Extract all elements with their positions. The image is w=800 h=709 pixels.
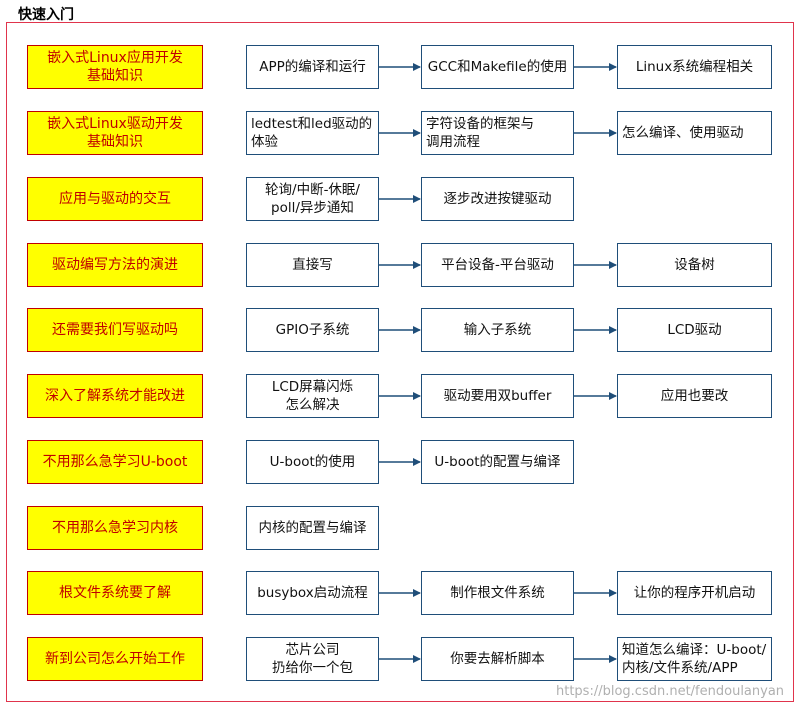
step-text: 制作根文件系统 (450, 585, 545, 601)
roadmap-row: 深入了解系统才能改进 LCD屏幕闪烁怎么解决 驱动要用双buffer 应用也要改 (0, 373, 800, 419)
step-text: 让你的程序开机启动 (633, 585, 756, 601)
step-box: 你要去解析脚本 (421, 637, 574, 681)
topic-label: 驱动编写方法的演进 (27, 243, 203, 287)
topic-label: 不用那么急学习内核 (27, 506, 203, 550)
step-box: Linux系统编程相关 (617, 45, 772, 89)
step-text: GPIO子系统 (275, 322, 350, 338)
step-box: 直接写 (246, 243, 379, 287)
step-text: 输入子系统 (463, 322, 532, 338)
step-text: Linux系统编程相关 (635, 59, 754, 75)
step-box: 怎么编译、使用驱动 (617, 111, 772, 155)
step-text: APP的编译和运行 (259, 59, 366, 75)
roadmap-row: 驱动编写方法的演进 直接写 平台设备-平台驱动 设备树 (0, 242, 800, 288)
roadmap-row: 还需要我们写驱动吗 GPIO子系统 输入子系统 LCD驱动 (0, 307, 800, 353)
step-box: 内核的配置与编译 (246, 506, 379, 550)
step-box: 输入子系统 (421, 308, 574, 352)
step-box: 让你的程序开机启动 (617, 571, 772, 615)
topic-label-text: 不用那么急学习内核 (52, 520, 178, 536)
roadmap-row: 嵌入式Linux驱动开发基础知识 ledtest和led驱动的体验 字符设备的框架与… (0, 110, 800, 156)
step-text: LCD屏幕闪烁怎么解决 (271, 379, 354, 413)
roadmap-row: 新到公司怎么开始工作 芯片公司扔给你一个包 你要去解析脚本 知道怎么编译：U-boot… (0, 636, 800, 682)
step-box: GPIO子系统 (246, 308, 379, 352)
topic-label-text: 驱动编写方法的演进 (52, 257, 178, 273)
step-text: 怎么编译、使用驱动 (622, 125, 744, 141)
topic-label: 嵌入式Linux驱动开发基础知识 (27, 111, 203, 155)
topic-label-text: 不用那么急学习U-boot (42, 454, 188, 470)
step-box: 应用也要改 (617, 374, 772, 418)
step-box: GCC和Makefile的使用 (421, 45, 574, 89)
topic-label-text: 应用与驱动的交互 (59, 191, 171, 207)
step-text: U-boot的配置与编译 (434, 454, 561, 470)
page-title: 快速入门 (18, 7, 74, 23)
topic-label: 嵌入式Linux应用开发基础知识 (27, 45, 203, 89)
step-text: 应用也要改 (660, 388, 729, 404)
topic-label: 新到公司怎么开始工作 (27, 637, 203, 681)
topic-label: 根文件系统要了解 (27, 571, 203, 615)
step-box: 轮询/中断-休眠/poll/异步通知 (246, 177, 379, 221)
step-box: U-boot的使用 (246, 440, 379, 484)
step-text: GCC和Makefile的使用 (427, 59, 568, 75)
step-box: LCD屏幕闪烁怎么解决 (246, 374, 379, 418)
step-text: busybox启动流程 (257, 585, 368, 601)
roadmap-row: 根文件系统要了解 busybox启动流程 制作根文件系统 让你的程序开机启动 (0, 570, 800, 616)
step-text: U-boot的使用 (269, 454, 356, 470)
step-box: LCD驱动 (617, 308, 772, 352)
step-box: 芯片公司扔给你一个包 (246, 637, 379, 681)
step-text: LCD驱动 (667, 322, 722, 338)
roadmap-row: 不用那么急学习内核 内核的配置与编译 (0, 505, 800, 551)
step-box: ledtest和led驱动的体验 (246, 111, 379, 155)
step-box: APP的编译和运行 (246, 45, 379, 89)
topic-label-text: 嵌入式Linux驱动开发基础知识 (47, 116, 183, 150)
step-box: 字符设备的框架与调用流程 (421, 111, 574, 155)
roadmap-row: 嵌入式Linux应用开发基础知识 APP的编译和运行 GCC和Makefile的使用… (0, 44, 800, 90)
step-box: busybox启动流程 (246, 571, 379, 615)
step-text: 内核的配置与编译 (258, 520, 367, 536)
step-text: 设备树 (674, 257, 715, 273)
topic-label-text: 根文件系统要了解 (59, 585, 171, 601)
step-text: 平台设备-平台驱动 (441, 257, 554, 273)
step-box: 制作根文件系统 (421, 571, 574, 615)
step-box: 设备树 (617, 243, 772, 287)
topic-label: 不用那么急学习U-boot (27, 440, 203, 484)
topic-label: 应用与驱动的交互 (27, 177, 203, 221)
step-text: 你要去解析脚本 (450, 651, 545, 667)
watermark: https://blog.csdn.net/fendoulanyan (556, 684, 785, 699)
topic-label-text: 深入了解系统才能改进 (45, 388, 185, 404)
topic-label-text: 新到公司怎么开始工作 (45, 651, 185, 667)
step-box: 驱动要用双buffer (421, 374, 574, 418)
step-box: U-boot的配置与编译 (421, 440, 574, 484)
diagram-frame (6, 22, 794, 702)
step-text: 驱动要用双buffer (443, 388, 552, 404)
topic-label-text: 还需要我们写驱动吗 (52, 322, 178, 338)
topic-label: 还需要我们写驱动吗 (27, 308, 203, 352)
step-text: 芯片公司扔给你一个包 (272, 642, 353, 676)
step-box: 知道怎么编译：U-boot/内核/文件系统/APP (617, 637, 772, 681)
step-text: ledtest和led驱动的体验 (251, 116, 373, 150)
step-text: 知道怎么编译：U-boot/内核/文件系统/APP (622, 642, 767, 676)
step-text: 直接写 (292, 257, 333, 273)
step-box: 逐步改进按键驱动 (421, 177, 574, 221)
step-box: 平台设备-平台驱动 (421, 243, 574, 287)
step-text: 字符设备的框架与调用流程 (426, 116, 534, 150)
roadmap-row: 应用与驱动的交互 轮询/中断-休眠/poll/异步通知 逐步改进按键驱动 (0, 176, 800, 222)
topic-label: 深入了解系统才能改进 (27, 374, 203, 418)
topic-label-text: 嵌入式Linux应用开发基础知识 (47, 50, 183, 84)
roadmap-row: 不用那么急学习U-boot U-boot的使用 U-boot的配置与编译 (0, 439, 800, 485)
step-text: 轮询/中断-休眠/poll/异步通知 (265, 182, 360, 216)
step-text: 逐步改进按键驱动 (443, 191, 552, 207)
